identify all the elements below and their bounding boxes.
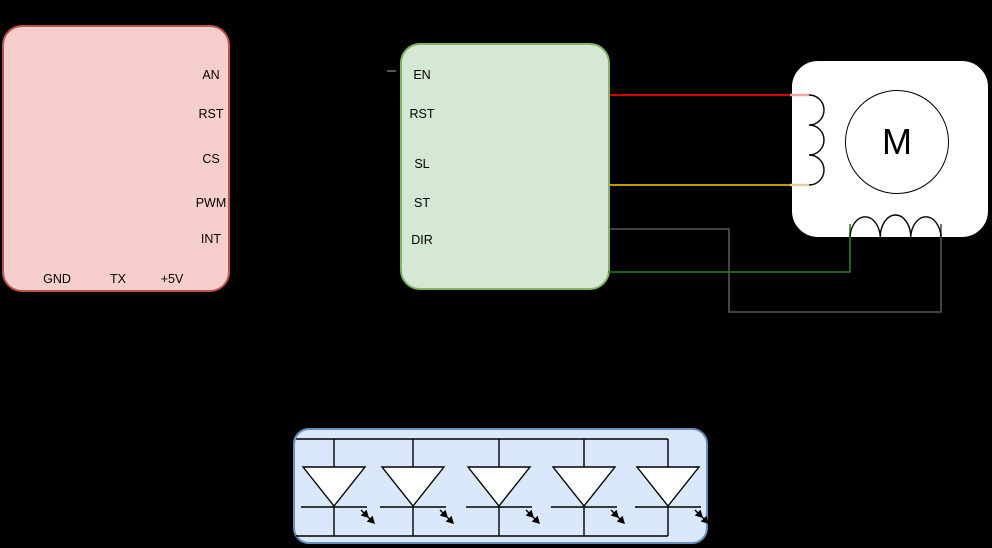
motor-label: M: [882, 121, 912, 162]
motor-circle: M: [845, 90, 949, 194]
interface-board: AN RST CS PWM INT GND TX +5V: [2, 25, 230, 292]
pin-label-rst2: RST: [409, 107, 435, 121]
pin-label-st: ST: [414, 196, 430, 210]
pin-label-5v: +5V: [160, 272, 184, 286]
pin-label-dir: DIR: [411, 233, 433, 247]
driver-board: EN RST SL ST DIR: [400, 43, 610, 290]
pin-label-int: INT: [200, 232, 222, 246]
pin-label-tx: TX: [110, 272, 126, 286]
pin-label-sl: SL: [414, 157, 430, 171]
pin-label-cs: CS: [202, 152, 220, 166]
pin-label-an: AN: [202, 68, 220, 82]
pin-label-gnd: GND: [43, 272, 71, 286]
motor-body: M: [791, 60, 989, 238]
pin-label-en: EN: [413, 68, 431, 82]
pin-label-rst: RST: [198, 107, 224, 121]
pin-label-pwm: PWM: [195, 196, 227, 210]
led-strip: [293, 428, 708, 544]
